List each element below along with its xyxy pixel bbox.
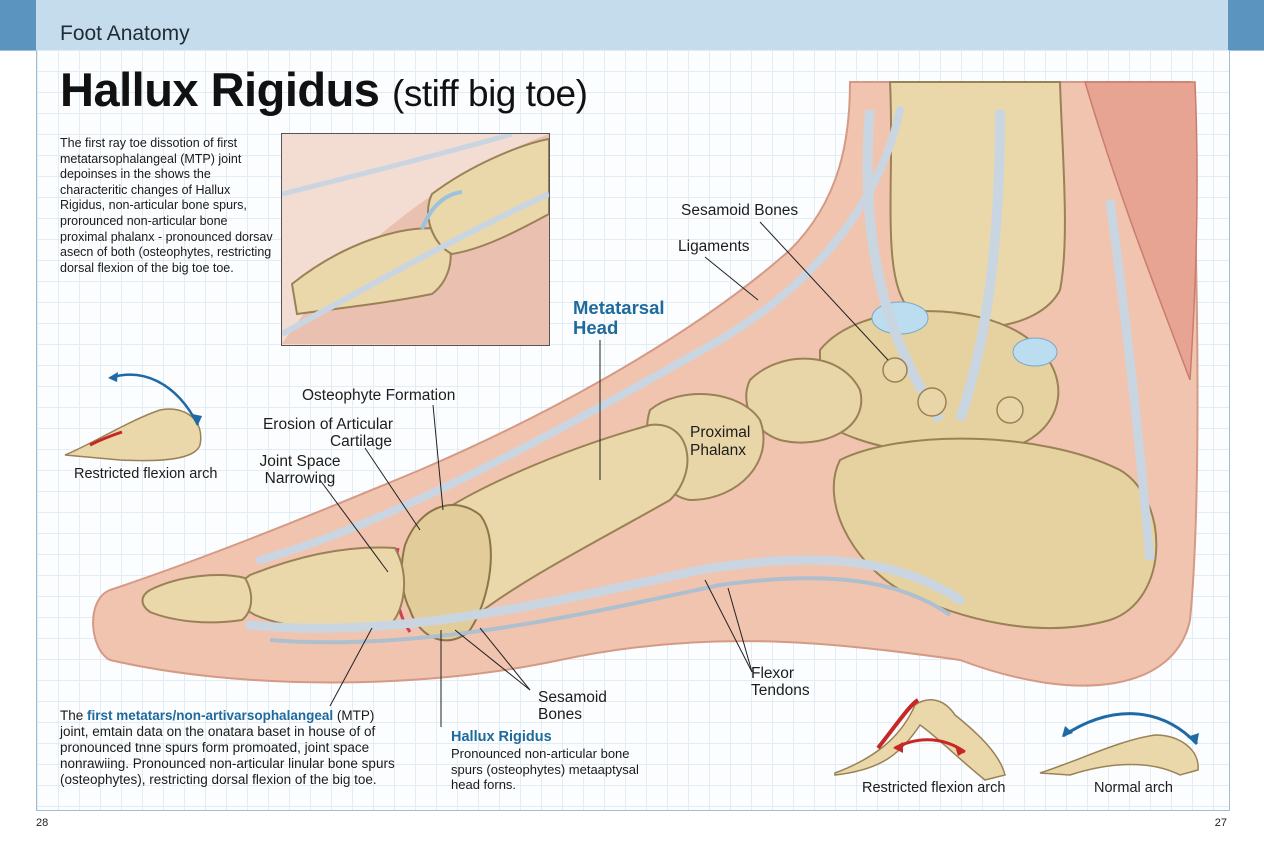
intro-text: The first ray toe dissotion of first met…: [60, 136, 273, 275]
mini-toe-normal: [1039, 712, 1199, 776]
leader-osteophyte: [432, 404, 444, 511]
label-proximal-phalanx-1: Proximal: [690, 424, 751, 441]
leader-sesamoid-bottom-2: [454, 629, 531, 691]
label-sesamoid-top: Sesamoid Bones: [681, 202, 799, 219]
leader-ligaments: [704, 256, 759, 301]
leader-erosion: [364, 447, 421, 531]
inset-ligament: [282, 191, 549, 337]
sesamoid-bone: [996, 396, 1024, 424]
label-sesamoid-bottom-1: Sesamoid: [538, 689, 607, 706]
label-erosion-1: Erosion of Articular: [262, 416, 394, 433]
distal-phalanx-bone: [141, 574, 253, 624]
inset-bone-2: [427, 137, 549, 256]
hallux-rigidus-title: Hallux Rigidus: [451, 729, 552, 745]
normal-arrow: [1062, 712, 1199, 746]
page-title: Hallux Rigidus (stiff big toe): [60, 62, 588, 117]
inset-cartilage: [420, 190, 463, 230]
label-sesamoid-bottom-2: Bones: [538, 706, 582, 723]
page-number-left: 28: [36, 817, 49, 829]
ligament-band-2: [955, 109, 1005, 422]
title-sub: (stiff big toe): [392, 73, 588, 114]
label-joint-space-2: Narrowing: [264, 470, 336, 487]
label-ligaments: Ligaments: [678, 238, 750, 255]
flexor-tendon: [245, 555, 965, 633]
ligament-band: [862, 109, 945, 423]
bottom-highlight: first metatars/non-artivarsophalangeal: [87, 708, 334, 723]
extensor-tendon: [256, 106, 904, 564]
inset-ligament-2: [282, 134, 513, 197]
inset-illustration: [282, 134, 549, 345]
page-number-right: 27: [1214, 817, 1227, 829]
bottom-prefix: The: [60, 708, 88, 723]
caption-normal: Normal arch: [1094, 780, 1173, 796]
label-joint-space-1: Joint Space: [259, 453, 341, 470]
inset-bone-1: [290, 227, 452, 316]
leader-sesamoid-bottom: [479, 627, 531, 691]
label-metatarsal-head-2: Head: [573, 317, 619, 338]
caption-restricted: Restricted flexion arch: [862, 780, 1006, 796]
title-main: Hallux Rigidus: [60, 63, 380, 116]
leader-bottom-text: [329, 627, 373, 707]
leader-flexor-2: [727, 587, 753, 673]
hallux-rigidus-body: Pronounced non-articular bone spurs (ost…: [451, 746, 639, 792]
achilles-tendon: [1105, 199, 1155, 561]
label-erosion-2: Cartilage: [329, 433, 392, 450]
label-osteophyte: Osteophyte Formation: [302, 387, 456, 404]
leader-flexor: [704, 579, 753, 673]
mini-toe-restricted: [834, 698, 1006, 781]
mini-left-arrow: [109, 373, 200, 426]
label-flexor-2: Tendons: [751, 682, 810, 699]
label-proximal-phalanx-2: Phalanx: [690, 442, 747, 459]
osteophyte-cluster: [400, 504, 492, 642]
section-title: Foot Anatomy: [60, 22, 190, 45]
page-tab-left: [0, 0, 36, 50]
label-flexor-1: Flexor: [751, 665, 795, 682]
caption-left-mini: Restricted flexion arch: [74, 466, 218, 482]
page-tab-right: [1228, 0, 1264, 50]
mini-toe-left: [64, 372, 202, 462]
cartilage-talus: [871, 301, 929, 335]
bottom-description: The first metatars/non-artivarsophalange…: [60, 708, 400, 788]
sesamoid-bone: [917, 387, 947, 417]
sesamoid-bone: [882, 357, 908, 383]
label-metatarsal-head-1: Metatarsal: [573, 297, 665, 318]
inset-closeup: [281, 133, 550, 346]
flexor-tendon-2: [269, 576, 952, 645]
bottom-rest: (MTP) joint, emtain data on the onatara …: [60, 708, 395, 787]
leg-muscle: [1083, 81, 1198, 381]
leader-sesamoid-top: [759, 221, 889, 361]
tibia-bone: [888, 81, 1066, 329]
cartilage-ankle: [1012, 337, 1058, 367]
leader-joint-space: [319, 479, 389, 573]
